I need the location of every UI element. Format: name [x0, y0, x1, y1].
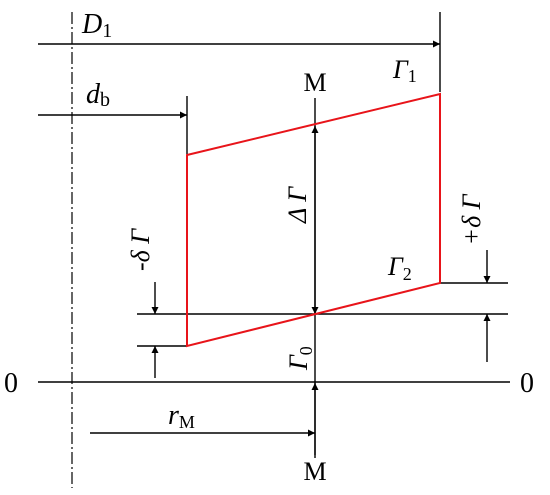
profile-outline [186, 92, 441, 348]
m-top-label: M [303, 68, 326, 97]
rm-label: rM [168, 400, 195, 432]
zero-left-label: 0 [4, 368, 18, 399]
zero-right-label: 0 [520, 368, 534, 399]
delta-gamma-label: Δ Γ [283, 186, 312, 224]
db-label: db [86, 79, 110, 111]
m-bottom-label: M [303, 457, 326, 486]
gamma1-label: Γ1 [392, 55, 417, 86]
d1-label: D1 [81, 9, 112, 42]
gamma2-label: Γ2 [387, 252, 412, 284]
gamma0-label: Γ0 [284, 346, 316, 371]
plus-dgamma-label: +δ Γ [457, 193, 486, 245]
minus-dgamma-label: -δ Γ [126, 228, 155, 271]
